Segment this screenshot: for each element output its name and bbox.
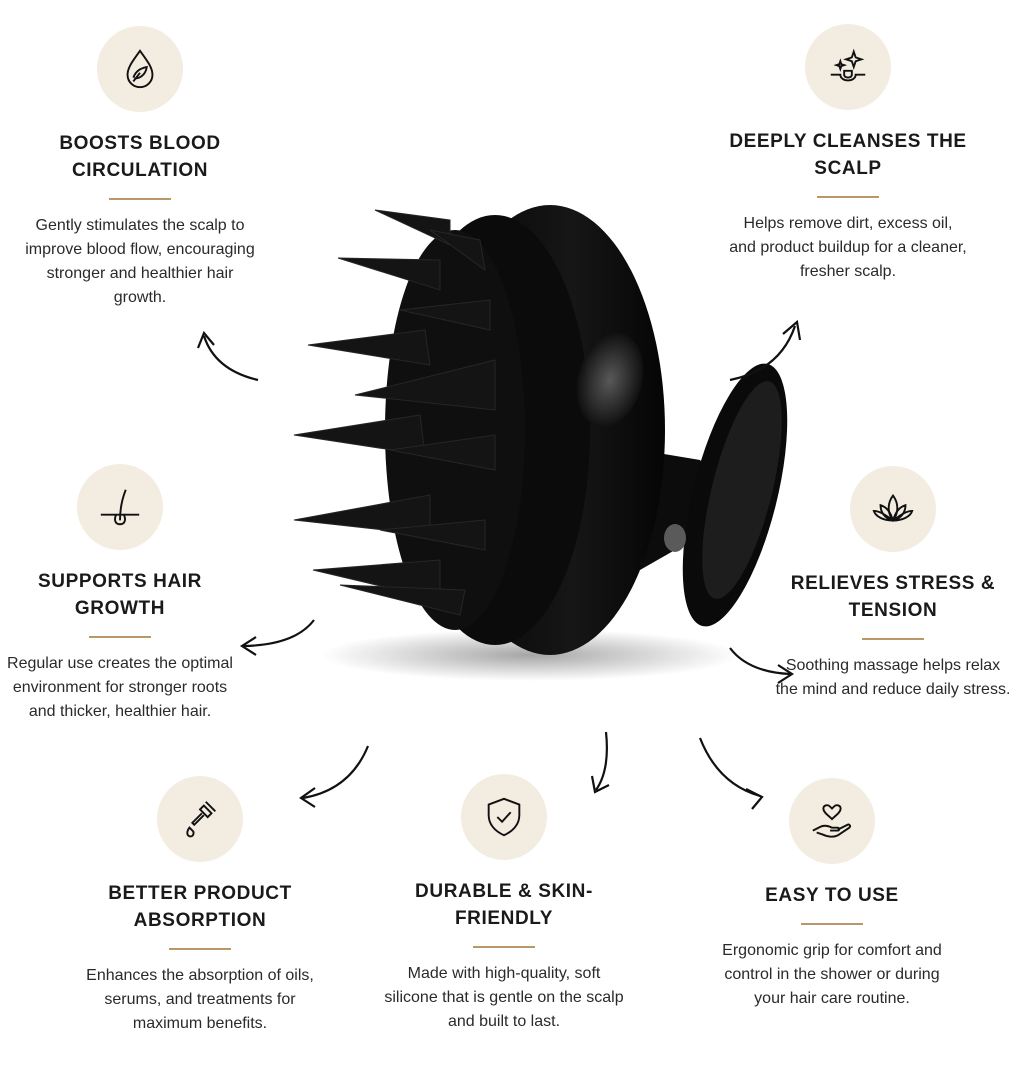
divider [862,638,924,640]
arrow-to-cleanses [729,319,802,382]
scalp-massager-image [293,205,788,681]
divider [817,196,879,198]
feature-title: EASY TO USE [765,885,899,906]
feature-easy-to-use: EASY TO USE Ergonomic grip for comfort a… [712,778,952,1011]
feature-description: Ergonomic grip for comfort and control i… [722,942,942,1007]
arrow-to-hair-growth [239,619,315,656]
feature-description: Helps remove dirt, excess oil, and produ… [729,215,967,280]
divider [473,946,535,948]
feature-hair-growth: SUPPORTS HAIR GROWTH Regular use creates… [0,464,240,724]
feature-title: BETTER PRODUCT ABSORPTION [108,883,292,931]
feature-description: Made with high-quality, soft silicone th… [384,965,624,1030]
hair-follicle-icon [100,489,140,526]
water-drop-leaf-icon [126,49,154,89]
arrow-to-stress [729,647,795,684]
feature-description: Regular use creates the optimal environm… [7,655,233,720]
feature-title: DEEPLY CLEANSES THE SCALP [729,131,967,179]
divider [109,198,171,200]
dropper-icon [186,801,217,838]
icon-circle [97,26,183,112]
feature-deeply-cleanses: DEEPLY CLEANSES THE SCALP Helps remove d… [728,24,968,284]
feature-title: DURABLE & SKIN-FRIENDLY [415,881,593,929]
feature-boosts-circulation: BOOSTS BLOOD CIRCULATION Gently stimulat… [20,26,260,310]
icon-circle [789,778,875,864]
feature-title: SUPPORTS HAIR GROWTH [37,571,203,619]
lotus-icon [872,493,914,523]
feature-title: BOOSTS BLOOD CIRCULATION [59,133,221,181]
icon-circle [461,774,547,860]
feature-title: RELIEVES STRESS & TENSION [790,573,996,621]
heart-hand-icon [812,804,851,838]
divider [89,636,151,638]
feature-description: Soothing massage helps relax the mind an… [775,657,1011,698]
arrow-to-circulation [196,330,259,382]
arrow-to-durable [590,731,610,794]
divider [169,948,231,950]
icon-circle [77,464,163,550]
arrow-to-easy-use [698,737,764,810]
icon-circle [805,24,891,110]
sparkle-cleanse-icon [830,48,866,82]
icon-circle [850,466,936,552]
feature-durable: DURABLE & SKIN-FRIENDLY Made with high-q… [384,774,624,1034]
feature-description: Enhances the absorption of oils, serums,… [86,967,314,1032]
divider [801,923,863,925]
shield-check-icon [487,797,521,837]
arrow-to-absorption [299,745,370,808]
feature-product-absorption: BETTER PRODUCT ABSORPTION Enhances the a… [80,776,320,1036]
feature-relieves-stress: RELIEVES STRESS & TENSION Soothing massa… [773,466,1013,702]
feature-description: Gently stimulates the scalp to improve b… [25,217,255,306]
icon-circle [157,776,243,862]
